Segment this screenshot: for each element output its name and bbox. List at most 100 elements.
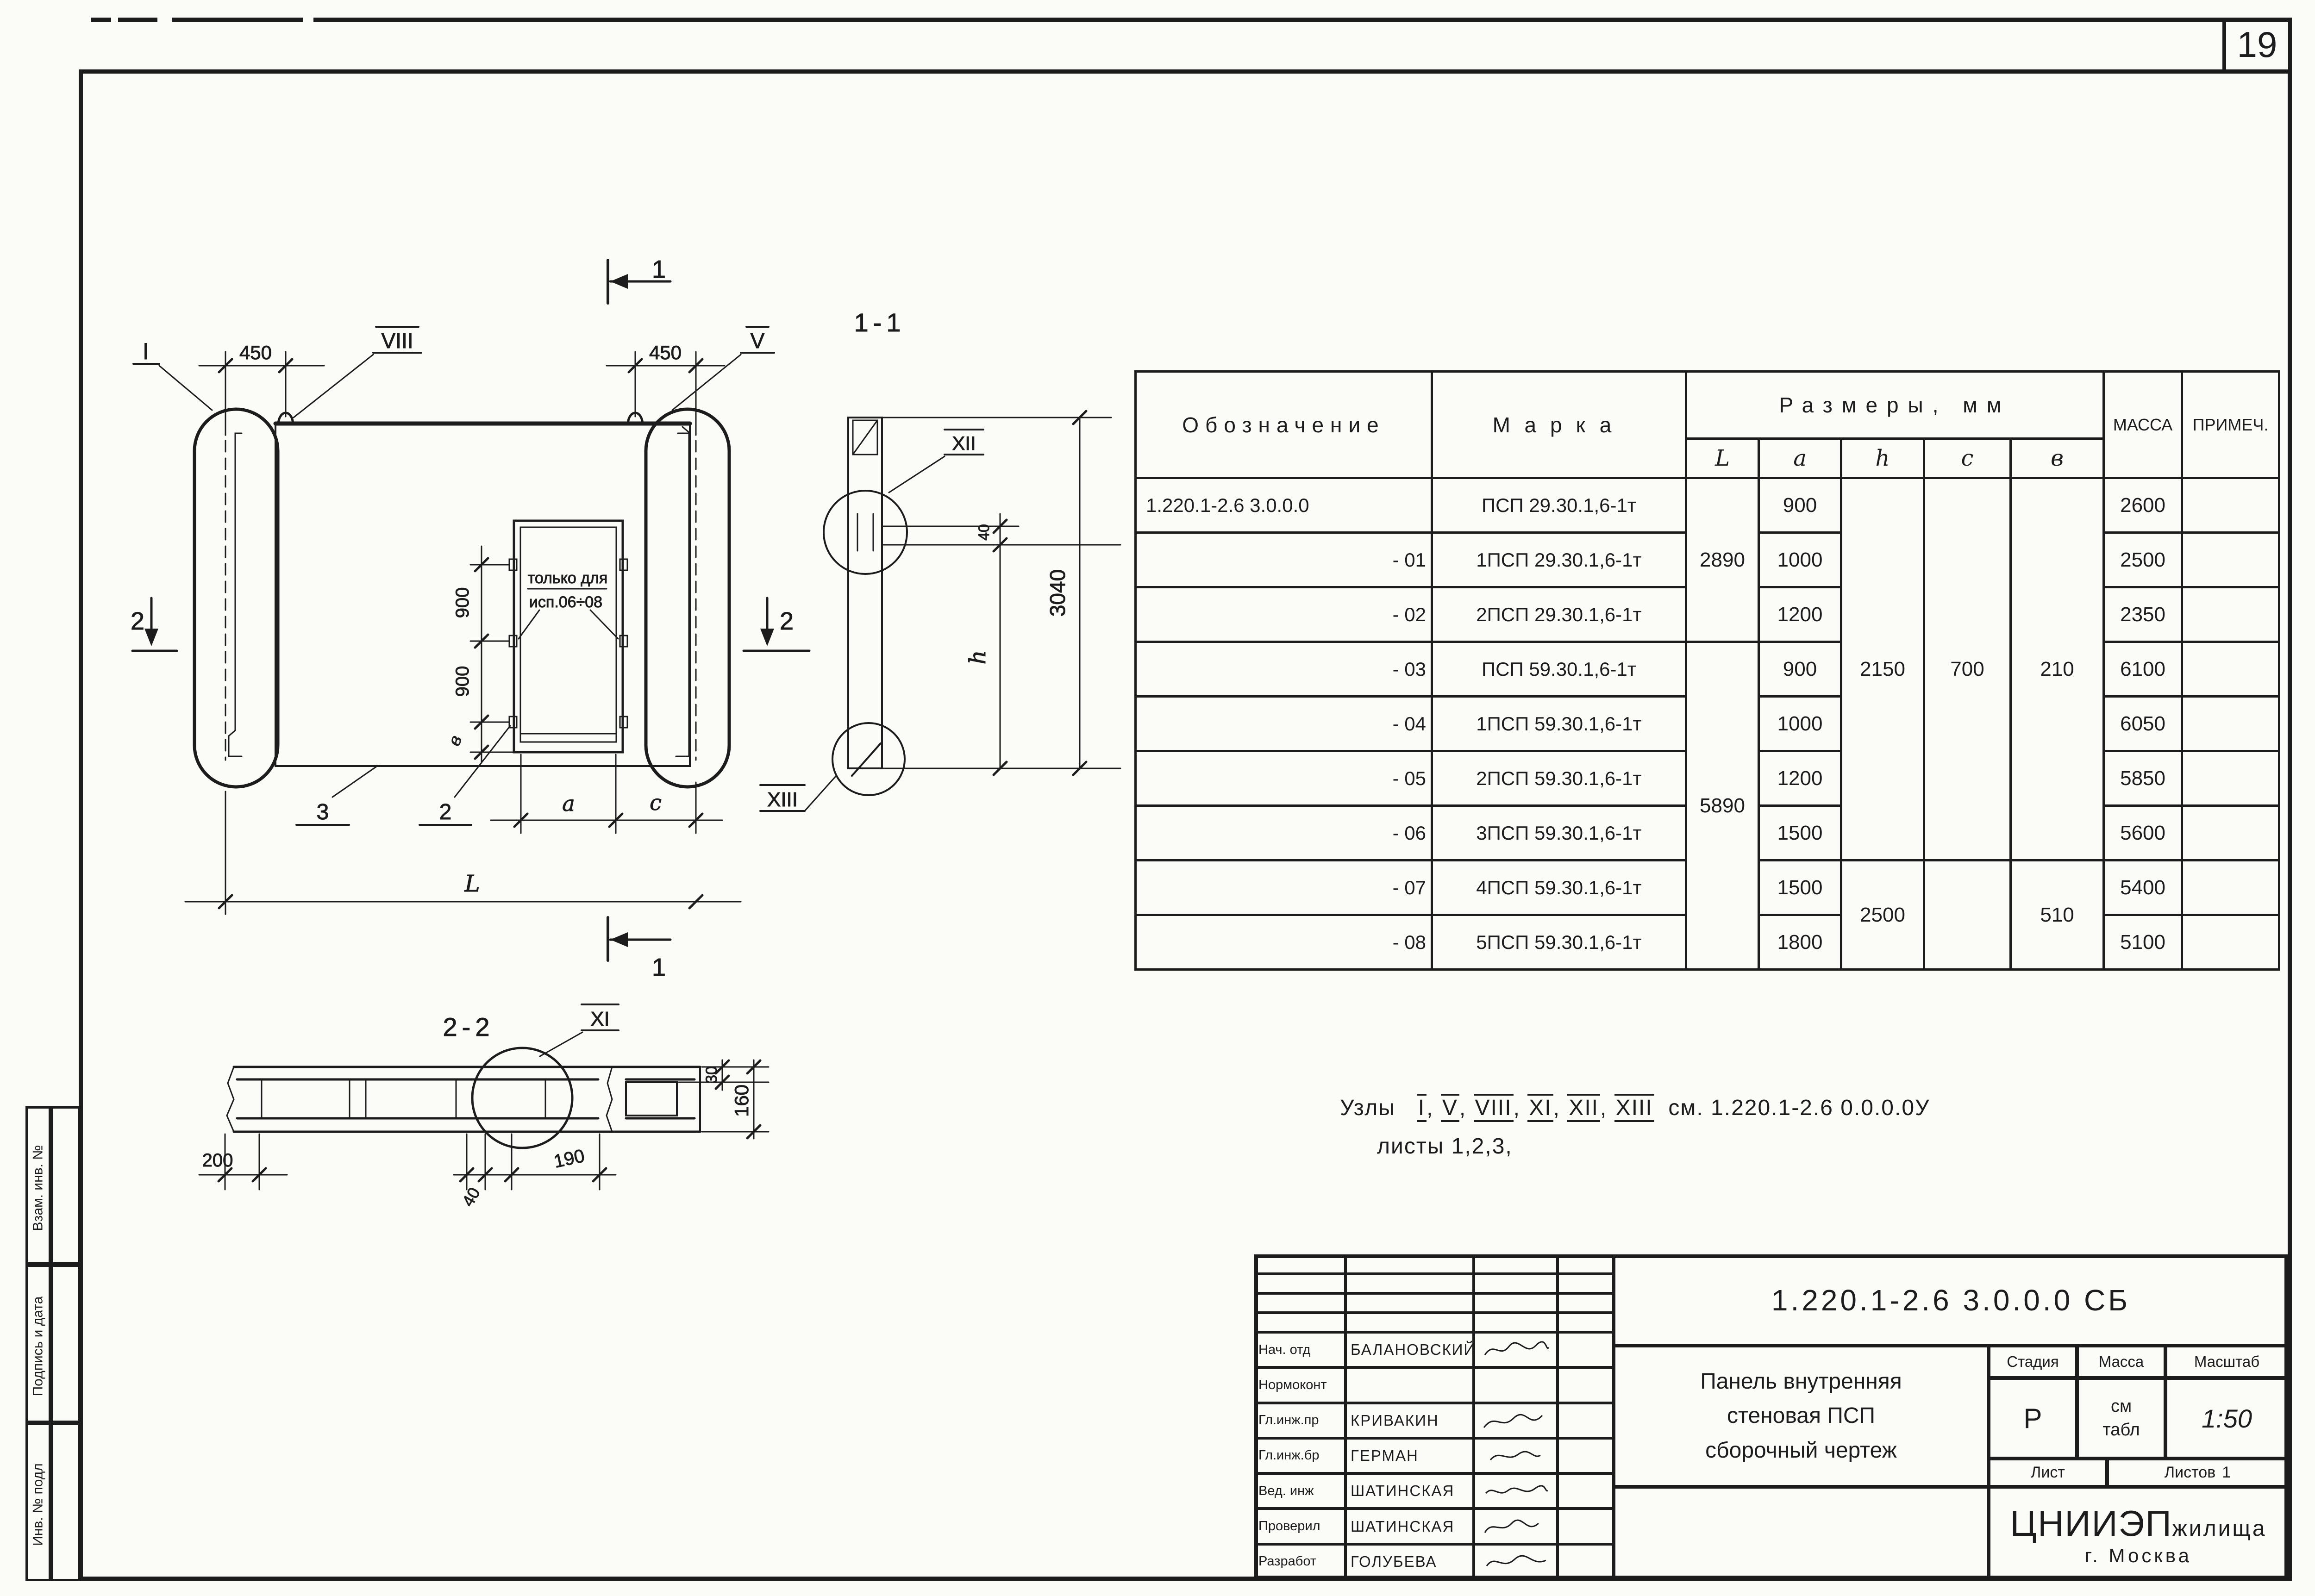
table-row: - 01 1ПСП 29.30.1,6-1т 1000 2500 bbox=[1134, 531, 2281, 588]
signature-squiggle bbox=[1485, 1485, 1548, 1494]
mass-header-label: Масса bbox=[2098, 1353, 2144, 1370]
cell-note bbox=[2181, 914, 2281, 971]
cell-designation: - 08 bbox=[1134, 914, 1433, 971]
mass-header: Масса bbox=[2077, 1346, 2165, 1378]
cell-mass: 5100 bbox=[2102, 914, 2184, 971]
note-node-XII: XII bbox=[1567, 1094, 1600, 1122]
cell-note bbox=[2181, 750, 2281, 807]
cell-designation: - 03 bbox=[1134, 641, 1433, 698]
cell-a: 1200 bbox=[1758, 750, 1842, 807]
table-row: - 07 4ПСП 59.30.1,6-1т 1500 2500 510 540… bbox=[1134, 859, 2281, 971]
col-header-mass: МАССА bbox=[2102, 370, 2184, 479]
staff-signature bbox=[1474, 1473, 1558, 1509]
col-header-note: ПРИМЕЧ. bbox=[2181, 370, 2281, 479]
cell-mass: 5600 bbox=[2102, 804, 2184, 861]
sheet-top-edge-seg-1 bbox=[172, 18, 303, 22]
staff-role: Вед. инж bbox=[1254, 1473, 1345, 1509]
cell-mass: 2500 bbox=[2102, 531, 2184, 588]
section-mark-2-left: 2 bbox=[131, 607, 144, 635]
staff-name: Герман bbox=[1345, 1438, 1474, 1474]
cell-designation: - 02 bbox=[1134, 586, 1433, 643]
change-cell bbox=[1558, 1313, 1614, 1332]
cell-L: 2890 bbox=[1685, 477, 1760, 643]
change-cell bbox=[1345, 1313, 1474, 1332]
cell-mass: 6100 bbox=[2102, 641, 2184, 698]
staff-date bbox=[1558, 1332, 1614, 1368]
staff-role: Нач. отд bbox=[1254, 1332, 1345, 1368]
cell-b: 510 bbox=[2009, 859, 2105, 971]
section-mark-1-bottom: 1 bbox=[652, 954, 666, 981]
dim-b-symbol: в bbox=[444, 733, 466, 748]
note-prefix: Узлы bbox=[1340, 1096, 1395, 1120]
col-header-sizes: Размеры, мм bbox=[1684, 370, 2105, 440]
cell-note bbox=[2181, 586, 2281, 643]
sheets-cell: Листов 1 bbox=[2107, 1459, 2288, 1487]
note-comma: , bbox=[1553, 1096, 1560, 1120]
cell-a: 900 bbox=[1758, 477, 1842, 534]
cell-designation: - 04 bbox=[1134, 695, 1433, 752]
cell-a: 900 bbox=[1758, 641, 1842, 698]
dim-a-symbol: a bbox=[562, 791, 575, 816]
staff-date bbox=[1558, 1438, 1614, 1474]
section-mark-2-right: 2 bbox=[780, 607, 794, 635]
page-number-box: 19 bbox=[2222, 19, 2292, 70]
cell-a: 1200 bbox=[1758, 586, 1842, 643]
section-2-2-title: 2-2 bbox=[443, 1012, 494, 1041]
table-row: - 06 3ПСП 59.30.1,6-1т 1500 5600 bbox=[1134, 804, 2281, 861]
doc-number-cell: 1.220.1-2.6 3.0.0.0 СБ bbox=[1614, 1254, 2288, 1346]
drawing-title-cell: Панель внутренняя стеновая ПСП сборочный… bbox=[1614, 1346, 1989, 1487]
staff-name: Шатинская bbox=[1345, 1509, 1474, 1544]
cell-b: 210 bbox=[2009, 477, 2105, 861]
org-cell: ЦНИИЭПжилища г. Москва bbox=[1989, 1487, 2288, 1579]
staff-name bbox=[1345, 1367, 1474, 1403]
cell-designation: - 05 bbox=[1134, 750, 1433, 807]
stage-header: Стадия bbox=[1989, 1346, 2077, 1378]
scale-header: Масштаб bbox=[2165, 1346, 2288, 1378]
cell-h: 2500 bbox=[1840, 859, 1925, 971]
spec-table-wrap: Обозначение Марка Размеры, мм МАССА ПРИМ… bbox=[1134, 370, 2281, 971]
node-label-XI: XI bbox=[590, 1008, 610, 1030]
drawing-title-line-2: стеновая ПСП bbox=[1727, 1403, 1875, 1428]
table-row: - 03 ПСП 59.30.1,6-1т 5890 900 6100 bbox=[1134, 641, 2281, 971]
cell-designation: - 07 bbox=[1134, 859, 1433, 916]
staff-signature bbox=[1474, 1367, 1558, 1403]
dim-900-upper: 900 bbox=[452, 587, 473, 618]
stage-value: Р bbox=[2023, 1403, 2042, 1434]
org-name-sub: жилища bbox=[2172, 1516, 2267, 1541]
cell-a: 1500 bbox=[1758, 804, 1842, 861]
sidebar-cell-empty-3 bbox=[51, 1423, 81, 1581]
staff-signature bbox=[1474, 1332, 1558, 1368]
cell-designation: - 01 bbox=[1134, 531, 1433, 588]
note-comma: , bbox=[1600, 1096, 1608, 1120]
mass-value-line-1: см bbox=[2110, 1396, 2132, 1416]
staff-role: Разработ bbox=[1254, 1544, 1345, 1579]
table-row: 1.220.1-2.6 3.0.0.0 ПСП 29.30.1,6-1т 289… bbox=[1134, 477, 2281, 861]
note-comma: , bbox=[1459, 1096, 1467, 1120]
sheet-cell: Лист bbox=[1989, 1459, 2107, 1487]
cell-designation: - 06 bbox=[1134, 804, 1433, 861]
cell-designation: 1.220.1-2.6 3.0.0.0 bbox=[1134, 477, 1433, 534]
mass-value-line-2: табл bbox=[2102, 1420, 2140, 1440]
node-label-XII: XII bbox=[952, 432, 976, 454]
note-node-XI: XI bbox=[1527, 1094, 1553, 1122]
node-label-V: V bbox=[751, 329, 765, 353]
change-cell bbox=[1254, 1254, 1345, 1274]
node-label-VIII: VIII bbox=[381, 329, 413, 353]
drawing-title-line-1: Панель внутренняя bbox=[1700, 1369, 1902, 1394]
empty-bottom-cell bbox=[1614, 1487, 1989, 1579]
dim-30-label: 30 bbox=[703, 1066, 720, 1084]
staff-role: Гл.инж.пр bbox=[1254, 1403, 1345, 1438]
dim-450-left: 450 bbox=[239, 342, 272, 363]
org-city: г. Москва bbox=[2085, 1545, 2192, 1566]
change-cell bbox=[1345, 1274, 1474, 1293]
nodes-note: Узлы I, V, VIII, XI, XII, XIII см. 1.220… bbox=[1340, 1094, 2127, 1159]
change-cell bbox=[1254, 1274, 1345, 1293]
col-header-marka: Марка bbox=[1431, 370, 1687, 479]
sheet-label: Лист bbox=[2031, 1464, 2065, 1481]
staff-date bbox=[1558, 1473, 1614, 1509]
sidebar-cell-empty-2 bbox=[51, 1265, 81, 1423]
dim-3040-label: 3040 bbox=[1045, 569, 1070, 617]
col-header-h: h bbox=[1840, 437, 1925, 479]
